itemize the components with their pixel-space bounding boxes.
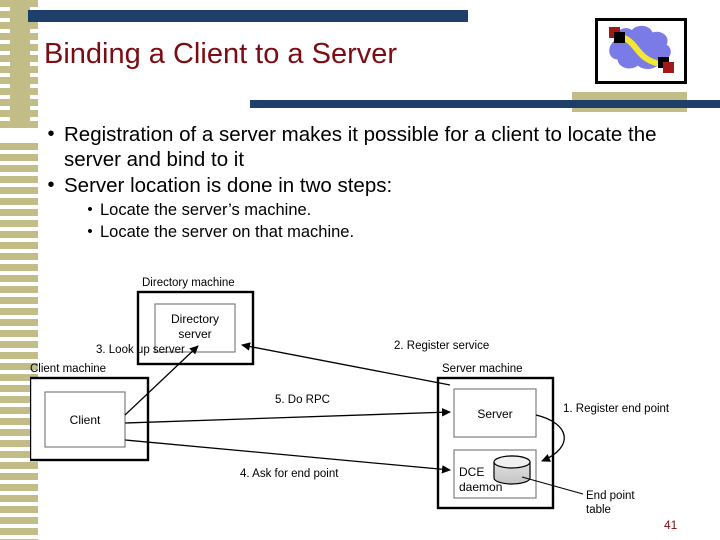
- dce-daemon-label-line2: daemon: [459, 480, 502, 494]
- sub-bullet-text: Locate the server on that machine.: [100, 223, 355, 241]
- stripe-solid-block: [10, 0, 30, 130]
- sub-bullet-text: Locate the server’s machine.: [100, 201, 312, 219]
- step-label-4: 4. Ask for end point: [240, 468, 339, 480]
- page-title: Binding a Client to a Server: [44, 38, 398, 70]
- bullet-marker: •: [47, 123, 55, 145]
- endpoint-table-cylinder-icon: [493, 455, 531, 485]
- bullet-text: Server location is done in two steps:: [64, 174, 393, 197]
- client-machine-label: Client machine: [30, 363, 106, 375]
- page-number: 41: [664, 518, 678, 532]
- stripe-mask: [0, 128, 38, 140]
- step-label-1: 1. Register end point: [563, 403, 670, 415]
- sub-bullet-marker: •: [87, 201, 93, 218]
- step-label-3: 3. Look up server: [96, 344, 185, 356]
- list-item: • Server location is done in two steps:: [38, 173, 698, 198]
- bullet-marker: •: [47, 174, 55, 196]
- rpc-binding-diagram: Directory machine Directory server Clien…: [30, 275, 720, 525]
- endpoint-table-label-line2: table: [586, 504, 611, 516]
- bullet-text: Registration of a server makes it possib…: [64, 123, 657, 171]
- arrow-register-endpoint: [535, 414, 565, 462]
- title-underline-rule: [250, 100, 720, 108]
- dce-daemon-label-line1: DCE: [459, 465, 484, 479]
- directory-server-box: [154, 303, 236, 353]
- endpoint-table-leader: [521, 476, 584, 495]
- server-box: [453, 388, 537, 438]
- left-decorative-stripes: [0, 0, 38, 540]
- endpoint-table-label-line1: End point: [586, 490, 635, 502]
- sub-bullet-marker: •: [87, 223, 93, 240]
- list-item: • Registration of a server makes it poss…: [38, 122, 698, 172]
- network-cloud-icon: [595, 18, 687, 84]
- arrow-ask-endpoint: [124, 439, 451, 474]
- top-horizontal-rule: [28, 10, 468, 22]
- bullet-list: • Registration of a server makes it poss…: [38, 122, 698, 243]
- client-label: Client: [70, 413, 101, 427]
- list-item: • Locate the server on that machine.: [80, 221, 698, 243]
- step-label-2: 2. Register service: [394, 340, 489, 352]
- directory-machine-label: Directory machine: [142, 277, 235, 289]
- arrow-lookup-server: [124, 345, 199, 416]
- arrow-register-service: [241, 342, 451, 386]
- step-label-5: 5. Do RPC: [275, 394, 330, 406]
- arrow-do-rpc: [124, 408, 451, 424]
- server-label: Server: [477, 407, 512, 421]
- server-machine-label: Server machine: [442, 363, 523, 375]
- list-item: • Locate the server’s machine.: [80, 199, 698, 221]
- client-box: [44, 391, 126, 448]
- directory-server-label-line1: Directory: [171, 312, 219, 326]
- directory-server-label-line2: server: [178, 327, 211, 341]
